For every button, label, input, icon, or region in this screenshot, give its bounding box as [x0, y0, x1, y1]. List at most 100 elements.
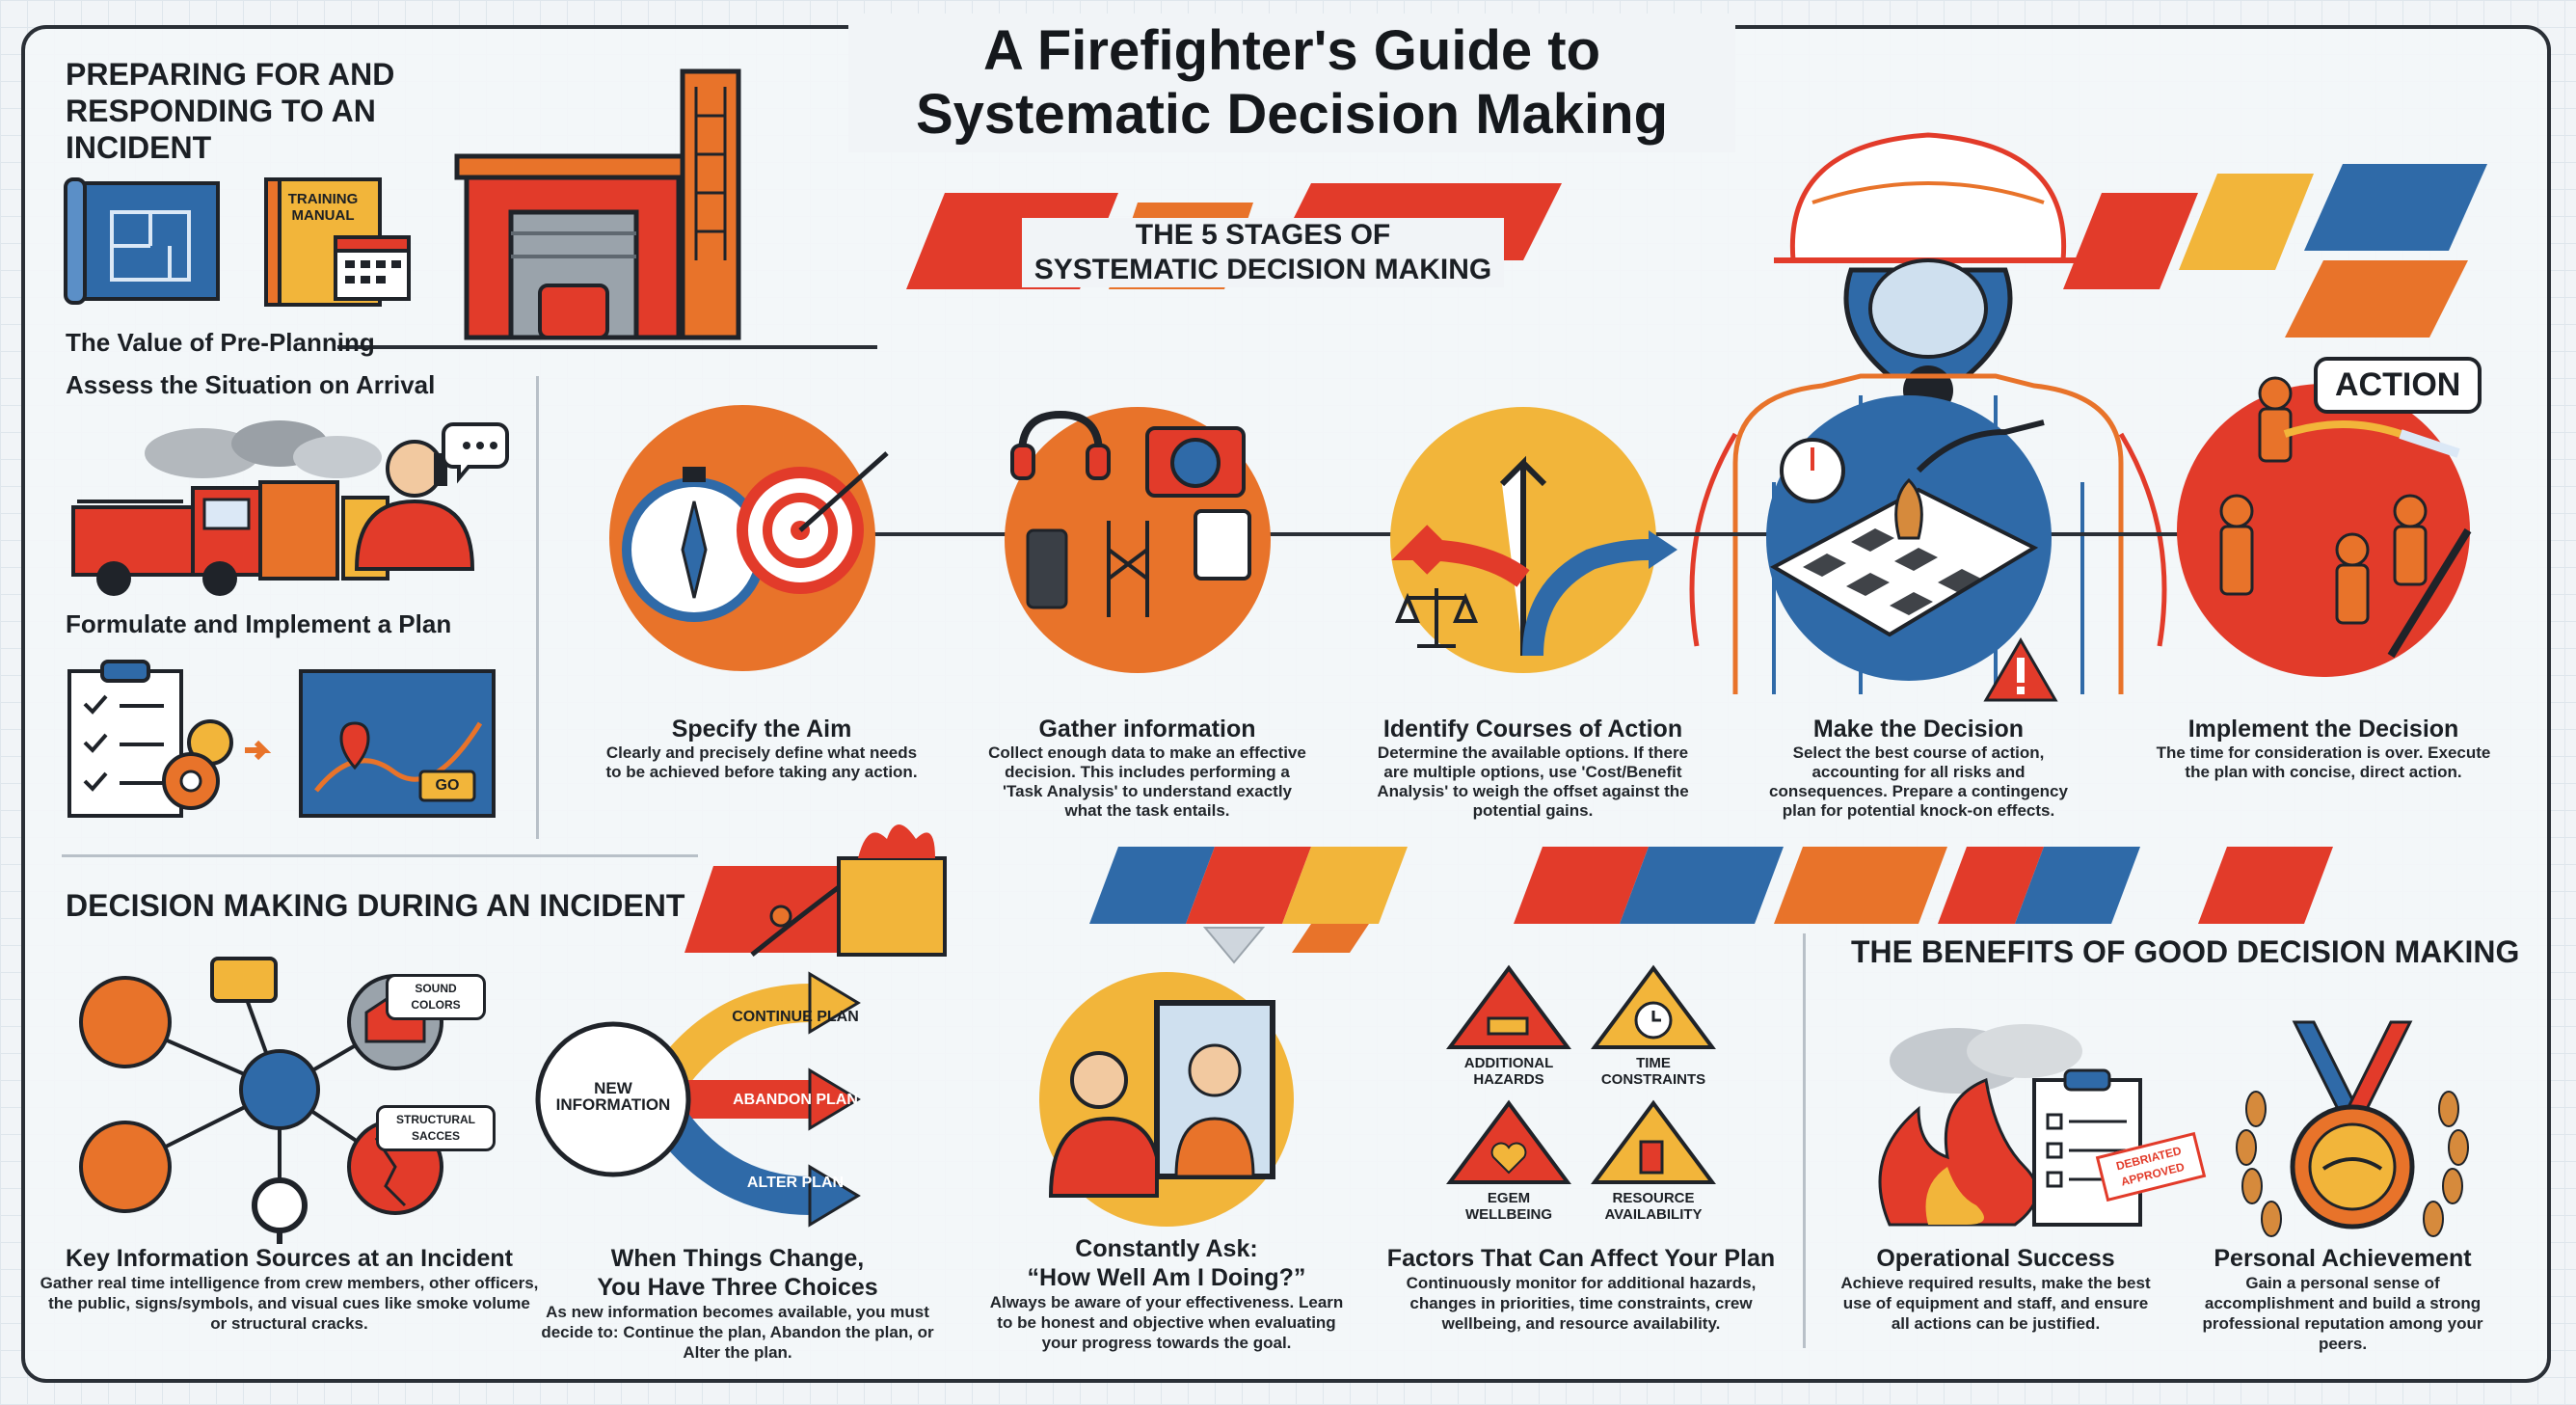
training-manual-line-1: TRAINING	[287, 191, 359, 207]
mirror-reflection-icon	[1039, 972, 1294, 1227]
action-bubble: ACTION	[2314, 357, 2482, 414]
ask-title-1: Constantly Ask:	[1075, 1235, 1258, 1262]
stage-5-desc: The time for consideration is over. Exec…	[2156, 743, 2491, 781]
three-choices-block: When Things Change, You Have Three Choic…	[521, 1244, 954, 1363]
ask-desc: Always be aware of your effectiveness. L…	[989, 1293, 1344, 1352]
personal-title: Personal Achievement	[2214, 1245, 2472, 1272]
three-choices-title-2: You Have Three Choices	[597, 1274, 878, 1301]
stages-heading-line-2: SYSTEMATIC DECISION MAKING	[1033, 254, 1492, 285]
stage-3-circle	[1390, 407, 1677, 673]
sound-colors-bubble: SOUND COLORS	[386, 974, 486, 1020]
factor-1-label: ADDITIONAL HAZARDS	[1436, 1055, 1581, 1088]
benefits-divider	[1803, 933, 1806, 1348]
key-sources-title: Key Information Sources at an Incident	[66, 1245, 513, 1272]
stage-5-title: Implement the Decision	[2187, 716, 2459, 743]
factor-1-line-2: HAZARDS	[1473, 1071, 1544, 1088]
three-choices-diagram	[535, 971, 861, 1228]
factor-3-line-2: WELLBEING	[1465, 1206, 1552, 1223]
callout-pointer	[1202, 927, 1266, 964]
middle-stripe-band	[684, 847, 2333, 953]
resource-availability-icon	[1591, 1099, 1716, 1184]
left-vertical-divider	[536, 376, 539, 839]
factor-4-label: RESOURCE AVAILABILITY	[1581, 1190, 1726, 1223]
stage-2-title: Gather information	[1038, 716, 1256, 743]
stage-5-text: Implement the Decision The time for cons…	[2150, 716, 2497, 782]
pre-planning-label: The Value of Pre-Planning	[66, 328, 375, 357]
abandon-plan-label: ABANDON PLAN	[733, 1092, 858, 1108]
factor-3-label: EGEM WELLBEING	[1436, 1190, 1581, 1223]
assess-label: Assess the Situation on Arrival	[66, 370, 436, 399]
stage-4-circle	[1766, 395, 2052, 681]
during-section-title: DECISION MAKING DURING AN INCIDENT	[66, 888, 685, 923]
formulate-label: Formulate and Implement a Plan	[66, 609, 452, 638]
operational-title: Operational Success	[1876, 1245, 2115, 1272]
stage-4-desc: Select the best course of action, accoun…	[1769, 743, 2068, 820]
medal-icon	[2236, 1020, 2469, 1237]
fire-station-icon	[454, 68, 741, 340]
factors-block: Factors That Can Affect Your Plan Contin…	[1379, 1244, 1784, 1334]
factor-1-line-1: ADDITIONAL	[1463, 1055, 1554, 1071]
blueprint-icon	[64, 177, 220, 305]
right-stripes	[2063, 164, 2487, 338]
stages-heading-line-1: THE 5 STAGES OF	[1135, 219, 1391, 251]
stage-2-desc: Collect enough data to make an effective…	[988, 743, 1306, 820]
preparing-section-title: PREPARING FOR AND RESPONDING TO AN INCID…	[66, 56, 528, 166]
fire-truck-scene-icon	[71, 420, 389, 596]
station-ground-line	[337, 345, 877, 349]
three-choices-desc: As new information becomes available, yo…	[541, 1303, 934, 1362]
crew-wellbeing-icon	[1446, 1099, 1571, 1184]
stage-3-text: Identify Courses of Action Determine the…	[1369, 716, 1697, 821]
personal-desc: Gain a personal sense of accomplishment …	[2202, 1274, 2483, 1353]
firefighter-radio-icon	[354, 422, 509, 571]
stage-3-desc: Determine the available options. If ther…	[1377, 743, 1689, 820]
key-sources-desc: Gather real time intelligence from crew …	[40, 1274, 539, 1333]
stage-4-title: Make the Decision	[1812, 716, 2025, 743]
ask-title-2: “How Well Am I Doing?”	[1027, 1264, 1306, 1291]
operational-block: Operational Success Achieve required res…	[1832, 1244, 2160, 1334]
personal-block: Personal Achievement Gain a personal sen…	[2179, 1244, 2507, 1354]
benefits-section-title: THE BENEFITS OF GOOD DECISION MAKING	[1851, 934, 2520, 969]
stage-1-title: Specify the Aim	[671, 716, 852, 743]
warning-triangle-icon	[1983, 637, 2058, 702]
training-manual-label: TRAINING MANUAL	[280, 191, 366, 224]
title-line-1: A Firefighter's Guide to	[982, 19, 1600, 82]
title-line-2: Systematic Decision Making	[915, 83, 1669, 146]
stage-2-text: Gather information Collect enough data t…	[983, 716, 1311, 821]
training-manual-icon	[264, 177, 411, 307]
plan-icons	[67, 660, 496, 818]
preparing-title-line-1: PREPARING FOR AND	[66, 57, 395, 92]
go-sign: GO	[435, 777, 460, 794]
new-information-label: NEW INFORMATION	[555, 1079, 671, 1114]
stages-heading: THE 5 STAGES OF SYSTEMATIC DECISION MAKI…	[1022, 218, 1504, 287]
operational-desc: Achieve required results, make the best …	[1840, 1274, 2151, 1333]
ask-block: Constantly Ask: “How Well Am I Doing?” A…	[983, 1234, 1350, 1353]
left-horizontal-divider	[62, 854, 698, 857]
factors-title: Factors That Can Affect Your Plan	[1386, 1245, 1776, 1272]
stage-3-title: Identify Courses of Action	[1382, 716, 1683, 743]
stage-4-text: Make the Decision Select the best course…	[1755, 716, 2082, 821]
preparing-title-line-2: RESPONDING TO AN INCIDENT	[66, 94, 376, 165]
continue-plan-label: CONTINUE PLAN	[732, 1009, 859, 1025]
factor-4-line-2: AVAILABILITY	[1604, 1206, 1703, 1223]
training-manual-line-2: MANUAL	[291, 207, 355, 224]
factor-2-label: TIME CONSTRAINTS	[1581, 1055, 1726, 1088]
key-sources-block: Key Information Sources at an Incident G…	[39, 1244, 540, 1334]
factors-desc: Continuously monitor for additional haza…	[1406, 1274, 1757, 1333]
factor-3-line-1: EGEM	[1487, 1190, 1531, 1206]
time-constraints-icon	[1591, 964, 1716, 1049]
additional-hazards-icon	[1446, 964, 1571, 1049]
factor-2-line-2: CONSTRAINTS	[1600, 1071, 1706, 1088]
stage-1-desc: Clearly and precisely define what needs …	[605, 743, 918, 781]
stage-5-circle	[2177, 376, 2472, 677]
three-choices-title-1: When Things Change,	[610, 1245, 865, 1272]
page-title: A Firefighter's Guide to Systematic Deci…	[848, 14, 1735, 152]
factor-2-line-1: TIME	[1636, 1055, 1671, 1071]
stage-1-text: Specify the Aim Clearly and precisely de…	[598, 716, 926, 782]
factor-4-line-1: RESOURCE	[1612, 1190, 1695, 1206]
operational-success-icon	[1878, 1024, 2142, 1227]
stage-1-circle	[609, 405, 889, 671]
structural-bubble: STRUCTURAL SACCES	[376, 1105, 496, 1151]
alter-plan-label: ALTER PLAN	[746, 1175, 845, 1191]
burning-building-icon	[750, 824, 947, 957]
